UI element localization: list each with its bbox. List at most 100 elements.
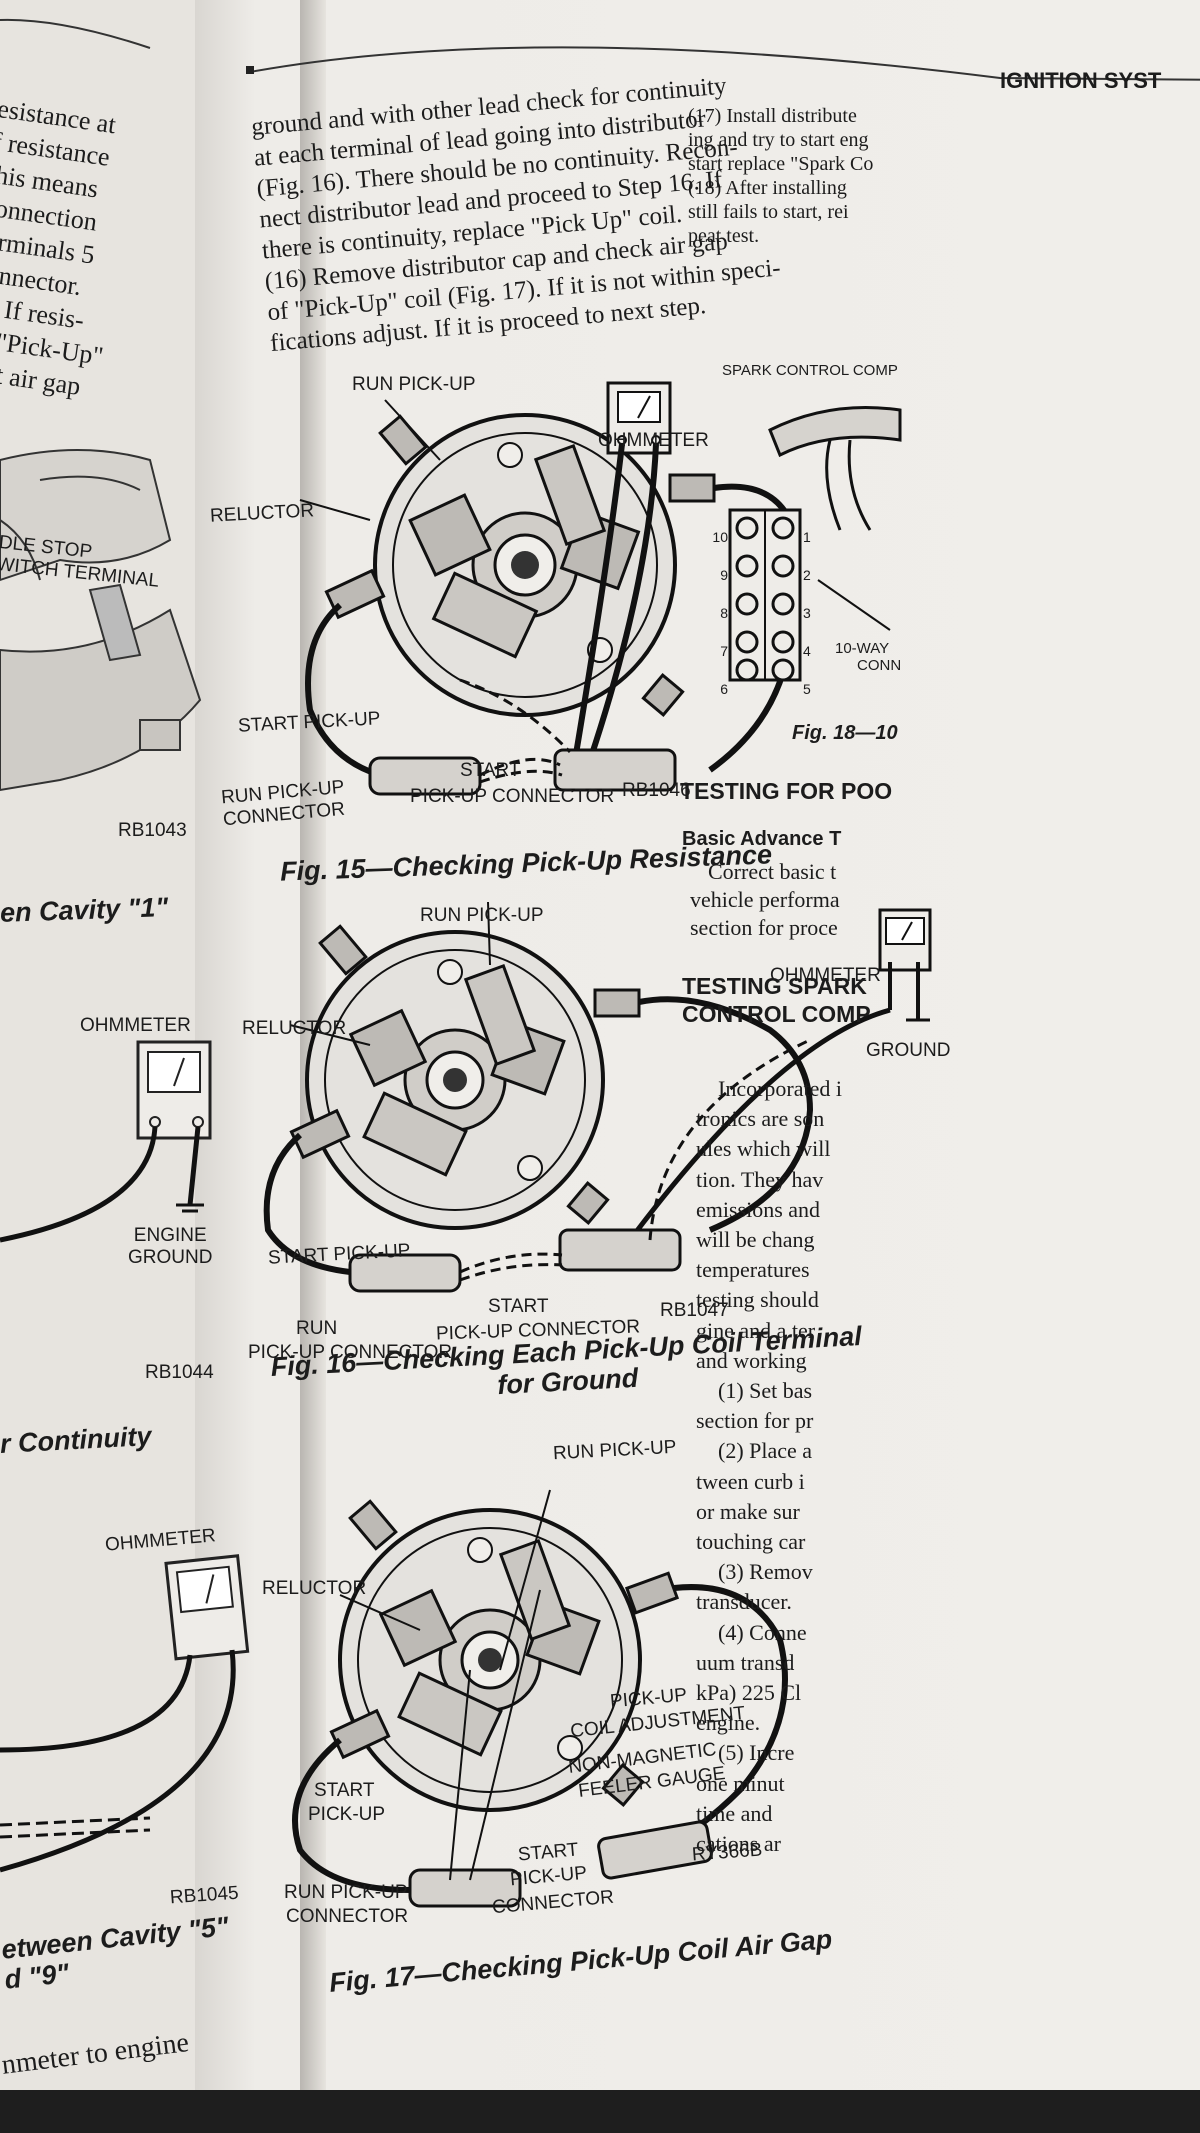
label-line: 10-WAY — [835, 640, 890, 657]
fig15-start-conn-label: PICK-UP CONNECTOR — [410, 786, 615, 807]
tenway-label: 10-WAY CONN — [835, 640, 901, 674]
fig18-pins-right: 1 2 3 4 5 — [803, 518, 811, 708]
para-line: emissions and — [696, 1196, 821, 1222]
para-line: engine. — [696, 1710, 761, 1736]
heading-line: CONTROL COMP — [682, 1001, 871, 1027]
pin-label: 2 — [803, 567, 811, 583]
heading-testing-spark: TESTING SPARK CONTROL COMP — [682, 972, 871, 1028]
para-line: touching car — [696, 1529, 806, 1555]
fig17-start-label: START — [314, 1780, 375, 1801]
para-line: tion. They hav — [696, 1166, 824, 1192]
pin-label: 3 — [803, 605, 811, 621]
para-line: or make sur — [696, 1498, 800, 1524]
para-line: uum transd — [696, 1649, 795, 1675]
left-ohmmeter-diagram — [0, 1040, 212, 1243]
para-line: kPa) 225 Cl — [696, 1680, 802, 1706]
fig16-ohmmeter-label: OHMMETER — [770, 965, 881, 986]
ohmmeter-label: OHMMETER — [80, 1015, 191, 1036]
fig18-connector-diagram — [728, 406, 902, 682]
pin-holes — [735, 516, 795, 682]
pin-label: 7 — [720, 643, 728, 659]
para-spark-control: Incorporated i tronics are son ules whic… — [696, 1074, 842, 1859]
para-line: Correct basic t — [708, 859, 837, 884]
fig15-start-conn-label: START — [460, 760, 521, 781]
para-line: time and — [696, 1800, 773, 1826]
left-page-content: esistance at f resistance this means con… — [0, 0, 300, 2090]
figure-code: RB1043 — [118, 820, 187, 841]
fig16-run-label: PICK-UP CONNECTOR — [248, 1342, 453, 1363]
fig17-run-conn-label: CONNECTOR — [286, 1906, 409, 1927]
label-line: CONN — [857, 657, 902, 674]
fig17-distributor-diagram — [292, 1489, 788, 1908]
fig17-start-label: PICK-UP — [308, 1804, 386, 1825]
para-line: ules which will — [696, 1136, 831, 1162]
left-fig-caption: etween Cavity "5" d "9" — [0, 1911, 233, 1995]
para-line: gine and a ter — [696, 1317, 816, 1343]
right-text-line: peat test. — [688, 225, 760, 247]
right-column: (17) Install distribute ing and try to s… — [680, 0, 1200, 2090]
para-line: one minut — [696, 1770, 785, 1796]
engine-ground-label: ENGINE GROUND — [128, 1225, 212, 1269]
right-text-line: still fails to start, rei — [688, 201, 849, 223]
para-line: (1) Set bas — [718, 1378, 813, 1404]
para-line: (2) Place a — [718, 1438, 813, 1464]
pin-label: 1 — [803, 529, 811, 545]
header-rule — [246, 46, 1200, 81]
subheading-basic-advance: Basic Advance T — [682, 828, 842, 850]
right-text-line: ing and try to start eng — [688, 129, 869, 151]
left-fig-caption: r Continuity — [0, 1421, 153, 1459]
fig16-ground-label: GROUND — [866, 1040, 951, 1061]
fig16-start-label: START — [488, 1296, 549, 1317]
right-top-text: (17) Install distribute ing and try to s… — [688, 104, 873, 248]
right-text-line: (17) Install distribute — [688, 105, 857, 127]
para-line: will be chang — [696, 1227, 815, 1253]
fig15-ohmmeter-label: OHMMETER — [598, 430, 709, 451]
figure-code: RB1046 — [622, 780, 691, 801]
para-line: tween curb i — [696, 1468, 805, 1494]
fig17-reluctor-label: RELUCTOR — [262, 1578, 367, 1599]
para-line: tronics are son — [696, 1106, 825, 1132]
fig15-run-pickup-label: RUN PICK-UP — [352, 374, 476, 395]
pin-label: 9 — [720, 567, 728, 583]
pin-label: 8 — [720, 605, 728, 621]
label-line: GROUND — [128, 1247, 213, 1268]
fig17-run-conn-label: RUN PICK-UP — [284, 1882, 408, 1903]
label-line: ENGINE — [133, 1225, 207, 1246]
right-text-line: (18) After installing — [688, 177, 847, 199]
fig16-run-label: RUN — [296, 1318, 338, 1339]
fig16-distributor-diagram — [263, 901, 932, 1293]
fig16-run-pickup-label: RUN PICK-UP — [420, 905, 544, 926]
pin-label: 10 — [712, 529, 728, 545]
para-line: and working — [696, 1347, 807, 1373]
pin-label: 5 — [803, 681, 811, 697]
left-text-block: esistance at f resistance this means con… — [0, 92, 138, 438]
left-bottom-text: nmeter to engine — [0, 2027, 191, 2081]
heading-testing-poor: TESTING FOR POO — [680, 778, 893, 804]
para-line: vehicle performa — [690, 887, 840, 912]
pin-label: 6 — [720, 681, 728, 697]
para-line: section for pr — [696, 1408, 814, 1434]
right-text-line: start replace "Spark Co — [688, 153, 874, 175]
left-ohmmeter-diagram-2 — [0, 1554, 250, 1873]
fig18-label: SPARK CONTROL COMP — [722, 362, 898, 379]
figure-code: RB1045 — [169, 1882, 240, 1909]
figure-code: RB1044 — [145, 1362, 214, 1383]
left-engine-illustration — [0, 449, 202, 792]
para-line: (3) Remov — [718, 1559, 813, 1585]
heading-line: TESTING SPARK — [682, 973, 867, 999]
desk-surface — [0, 2090, 1200, 2133]
para-line: section for proce — [690, 915, 838, 940]
fig18-caption: Fig. 18—10 — [792, 722, 898, 744]
para-line: testing should — [696, 1287, 819, 1313]
left-fig-caption: en Cavity "1" — [0, 892, 169, 928]
left-header-rule — [0, 18, 151, 49]
para-line: (4) Conne — [718, 1619, 807, 1645]
para-line: temperatures — [696, 1257, 810, 1283]
fig18-pins-left: 10 9 8 7 6 — [708, 518, 728, 708]
fig15-distributor-diagram — [299, 381, 798, 796]
para-line: cations ar — [696, 1831, 781, 1857]
para-line: Incorporated i — [718, 1076, 842, 1101]
figure-code: RB1047 — [660, 1300, 729, 1321]
section-title: IGNITION SYST — [1000, 68, 1162, 93]
para-line: (5) Incre — [718, 1740, 795, 1766]
